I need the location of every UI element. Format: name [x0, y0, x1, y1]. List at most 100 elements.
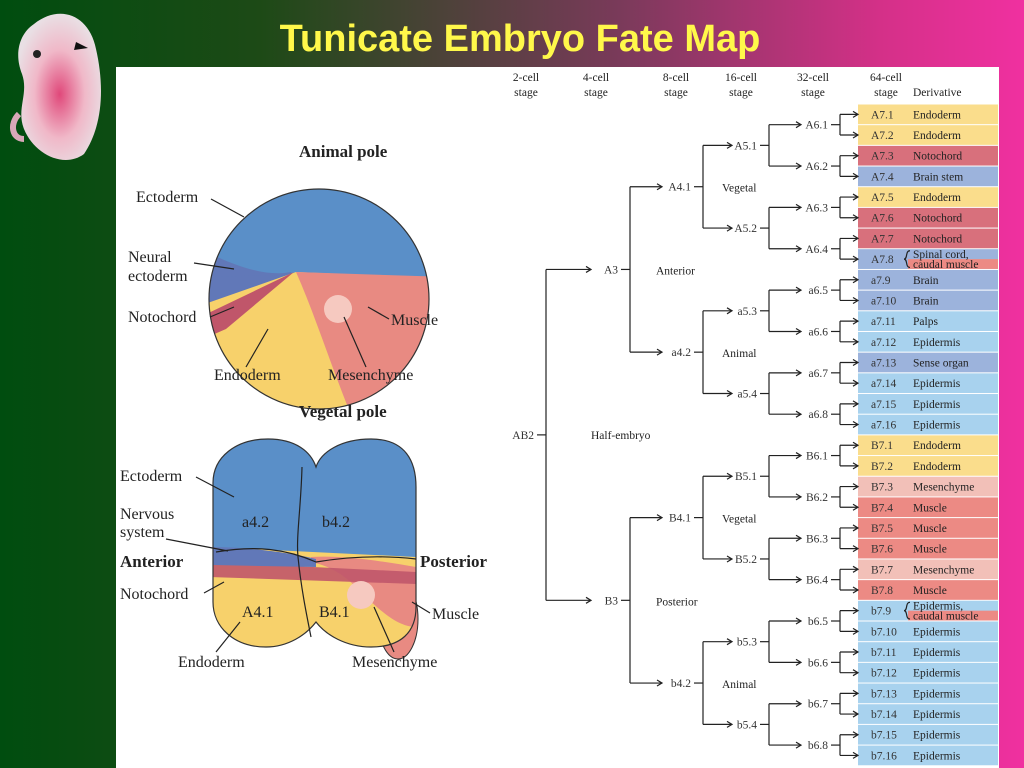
stage-header-1: 4-cell: [583, 72, 609, 84]
fate-box: [858, 290, 998, 311]
arrowhead: [852, 565, 860, 573]
cell-B5.2: B5.2: [735, 554, 757, 566]
arrowhead: [852, 131, 860, 139]
fate-box: [858, 642, 998, 662]
arrowhead: [852, 214, 860, 222]
fate-label: Endoderm: [913, 109, 961, 121]
cell-b7.14: b7.14: [871, 709, 897, 721]
arrowhead: [852, 710, 860, 718]
stage-header-0: 2-cell: [513, 72, 539, 84]
arrowhead: [795, 410, 803, 418]
arrowhead: [852, 441, 860, 449]
b4.2-label: b4.2: [322, 514, 350, 531]
arrowhead: [585, 265, 593, 273]
stage-header-5: 64-cell: [870, 72, 902, 84]
stage-header-4: 32-cell: [797, 72, 829, 84]
stage-header-3-line2: stage: [729, 87, 753, 99]
anterior-branch-label: Anterior: [656, 265, 695, 277]
cell-b7.15: b7.15: [871, 730, 897, 742]
arrowhead: [852, 669, 860, 677]
stage-header-0-line2: stage: [514, 87, 538, 99]
arrowhead: [656, 514, 664, 522]
cell-B7.5: B7.5: [871, 523, 893, 535]
brace: [903, 250, 911, 269]
arrowhead: [795, 121, 803, 129]
cell-b6.6: b6.6: [808, 657, 828, 669]
cell-b7.16: b7.16: [871, 750, 897, 762]
arrowhead: [795, 203, 803, 211]
a4.2-label: a4.2: [242, 514, 269, 531]
fate-box: [858, 559, 998, 580]
vegetal-branch-label-2: Vegetal: [722, 514, 756, 526]
fate-box: [858, 311, 998, 331]
posterior-branch-label: Posterior: [656, 596, 698, 608]
arrowhead: [852, 421, 860, 429]
cell-A7.4: A7.4: [871, 171, 894, 183]
fate-label: Mesenchyme: [913, 564, 974, 576]
cell-b7.13: b7.13: [871, 688, 897, 700]
cell-B7.3: B7.3: [871, 482, 893, 494]
fate-label: Muscle: [913, 502, 947, 514]
fate-box: [858, 414, 998, 435]
A4.1-label: A4.1: [242, 604, 274, 621]
muscle-label: Muscle: [391, 312, 438, 329]
cell-B7.1: B7.1: [871, 440, 893, 452]
cell-B6.1: B6.1: [806, 451, 828, 463]
arrowhead: [726, 720, 734, 728]
bottom-ectoderm-label: Ectoderm: [120, 468, 183, 485]
fate-box: [858, 394, 998, 414]
fate-row-B7.2: Endoderm B7.2: [858, 456, 998, 476]
fate-box: [858, 724, 998, 745]
fate-label: Epidermis: [913, 709, 961, 721]
embryo-photo: [10, 13, 101, 160]
fate-box: [858, 662, 998, 683]
cell-A7.5: A7.5: [871, 192, 894, 204]
fate-row-b7.14: Epidermis b7.14: [858, 704, 998, 724]
arrowhead: [656, 348, 664, 356]
half-embryo-label: Half-embryo: [591, 430, 651, 442]
cell-a6.7: a6.7: [809, 368, 829, 380]
arrowhead: [852, 524, 860, 532]
arrowhead: [795, 327, 803, 335]
fate-label: Notochord: [913, 151, 962, 163]
mesenchyme-label: Mesenchyme: [328, 367, 413, 384]
fate-label: Mesenchyme: [913, 482, 974, 494]
nervous-system-label-2: system: [120, 524, 165, 541]
arrowhead: [795, 286, 803, 294]
arrowhead: [795, 369, 803, 377]
stage-header-4-line2: stage: [801, 87, 825, 99]
arrowhead: [852, 255, 860, 263]
fate-box: [858, 373, 998, 394]
arrowhead: [795, 741, 803, 749]
fate-box: [858, 704, 998, 724]
fate-box: [858, 228, 998, 249]
fate-label: Endoderm: [913, 461, 961, 473]
cell-A6.1: A6.1: [805, 120, 828, 132]
bottom-endoderm-label: Endoderm: [178, 654, 245, 671]
cell-A7.2: A7.2: [871, 130, 894, 142]
cell-A7.8: A7.8: [871, 254, 894, 266]
cell-B6.2: B6.2: [806, 492, 828, 504]
cell-A3: A3: [604, 264, 618, 276]
arrowhead: [795, 700, 803, 708]
vegetal-pole-label: Vegetal pole: [299, 402, 387, 421]
arrowhead: [852, 503, 860, 511]
vegetal-branch-label-1: Vegetal: [722, 183, 756, 195]
fate-label: Epidermis: [913, 730, 961, 742]
fate-box-upper: [908, 600, 998, 611]
ectoderm-label: Ectoderm: [136, 189, 199, 206]
fate-label: Sense organ: [913, 358, 969, 370]
cell-A7.3: A7.3: [871, 151, 894, 163]
cell-B7.2: B7.2: [871, 461, 893, 473]
cell-a7.15: a7.15: [871, 399, 896, 411]
arrowhead: [852, 483, 860, 491]
brace: [903, 601, 911, 620]
